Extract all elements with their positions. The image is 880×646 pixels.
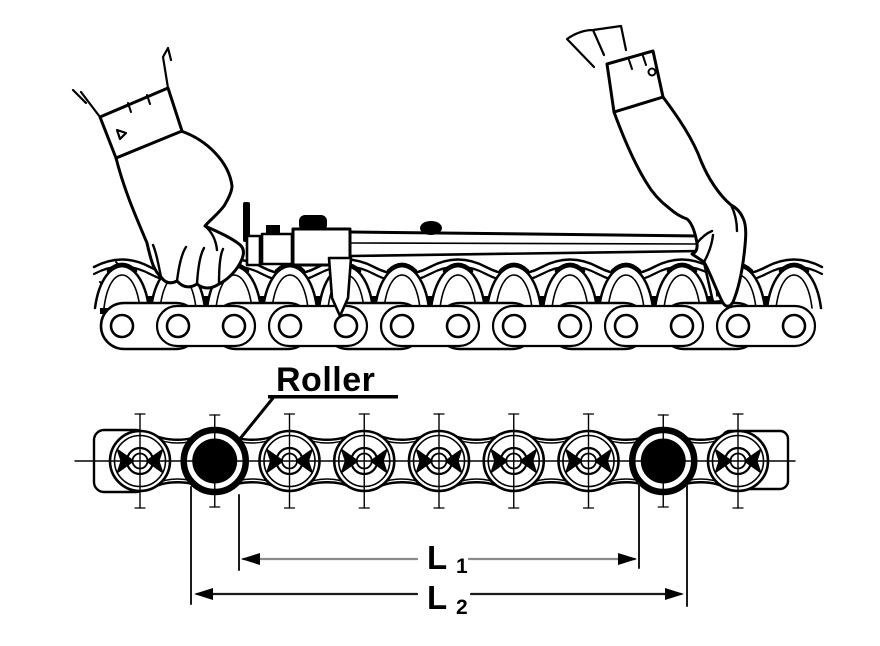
l1-arrow-left (241, 553, 260, 565)
roller-label-underline (268, 395, 398, 399)
l2-extension-lines (190, 484, 688, 607)
dimension-l2: L 2 (194, 579, 684, 619)
roller-callout: Roller (237, 361, 398, 442)
caliper-beam (349, 230, 703, 258)
left-cuff-buttonhole (115, 128, 128, 141)
beam-screw (420, 221, 442, 235)
pin-holes (109, 313, 807, 339)
clamp-screw-cap (266, 225, 280, 234)
l2-arrow-left (194, 588, 213, 600)
right-hand-finger-lines (695, 203, 739, 264)
movable-jaw (327, 256, 353, 318)
l2-label: L (427, 579, 447, 616)
vernier-caliper-head (243, 202, 733, 318)
right-sleeve-strokes (565, 24, 628, 69)
thumbscrew-knob (299, 215, 327, 231)
right-arm (565, 24, 748, 308)
left-cuff (98, 86, 184, 160)
roller-chain-side-view (92, 258, 824, 351)
l1-subscript: 1 (456, 555, 468, 578)
left-sleeve-strokes (71, 46, 173, 123)
roller-leader-line (237, 396, 275, 442)
l2-subscript: 2 (456, 596, 468, 619)
clamp-bar (245, 234, 262, 267)
dimension-l1: L 1 (241, 539, 637, 578)
left-arm (71, 46, 245, 290)
left-hand-finger-lines (151, 224, 225, 286)
roller-label: Roller (276, 361, 375, 399)
chain-plan-schematic: Roller L 1 L 2 (74, 361, 796, 619)
clamp-block (260, 232, 294, 266)
l1-arrow-right (618, 553, 637, 565)
l1-label: L (427, 539, 447, 576)
l1-extension-lines (238, 482, 640, 571)
right-cuff (605, 49, 665, 114)
left-hand (114, 129, 245, 290)
right-cuff-ticks (628, 55, 647, 70)
left-cuff-ticks (127, 94, 151, 113)
top-illustration (71, 24, 824, 351)
l2-arrow-right (665, 588, 684, 600)
lock-rod (243, 202, 250, 242)
right-cuff-buttonhole (647, 67, 657, 77)
